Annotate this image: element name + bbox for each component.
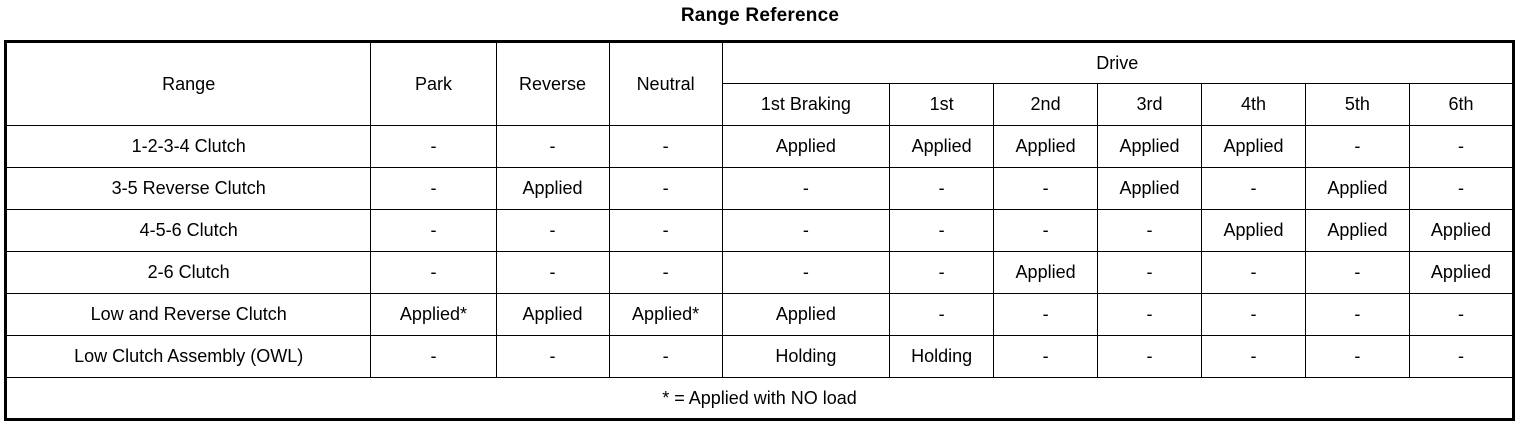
page-title: Range Reference (680, 5, 840, 26)
column-header-1st: 1st (889, 83, 995, 126)
cell-park: - (370, 251, 497, 294)
cell-reverse: Applied (495, 167, 610, 210)
column-header-2nd: 2nd (993, 83, 1099, 126)
cell-3rd: Applied (1097, 167, 1202, 210)
row-label: 1-2-3-4 Clutch (4, 125, 372, 168)
cell-3rd: Applied (1097, 125, 1202, 168)
cell-3rd: - (1097, 293, 1202, 336)
header-row-subcolumns: 1st Braking 1st 2nd 3rd 4th 5th 6th (6, 83, 1515, 126)
row-label: 4-5-6 Clutch (4, 209, 372, 252)
cell-1st: - (889, 209, 995, 252)
range-reference-table-container: Range Park Reverse Neutral Drive 1st Bra… (4, 40, 1515, 421)
cell-5th: - (1304, 293, 1410, 336)
cell-2nd: - (993, 335, 1099, 378)
column-header-1st-braking: 1st Braking (721, 83, 891, 126)
cell-reverse: - (495, 335, 610, 378)
cell-neutral: - (608, 167, 723, 210)
cell-park: - (370, 209, 497, 252)
cell-1st: Holding (889, 335, 995, 378)
column-header-3rd: 3rd (1097, 83, 1202, 126)
cell-5th: Applied (1304, 167, 1410, 210)
table-header: Range Park Reverse Neutral Drive 1st Bra… (4, 41, 1515, 126)
cell-2nd: - (993, 167, 1099, 210)
cell-5th: - (1304, 125, 1410, 168)
cell-4th: Applied (1201, 125, 1306, 168)
cell-neutral: - (608, 335, 723, 378)
cell-park: - (370, 167, 497, 210)
column-header-5th: 5th (1304, 83, 1410, 126)
row-label: 2-6 Clutch (4, 251, 372, 294)
cell-neutral: - (608, 209, 723, 252)
table-row: Low and Reverse Clutch Applied* Applied … (4, 293, 1515, 336)
range-reference-table: Range Park Reverse Neutral Drive 1st Bra… (4, 40, 1515, 421)
cell-5th: - (1304, 335, 1410, 378)
cell-1st-braking: - (721, 251, 891, 294)
cell-2nd: Applied (993, 125, 1099, 168)
header-row-group: Range Park Reverse Neutral Drive (4, 41, 1515, 126)
table-row: 1-2-3-4 Clutch - - - Applied Applied App… (4, 125, 1515, 168)
column-group-header-drive: Drive (721, 41, 1515, 84)
cell-6th: - (1408, 167, 1515, 210)
cell-neutral: - (608, 251, 723, 294)
cell-reverse: - (495, 251, 610, 294)
cell-reverse: Applied (495, 293, 610, 336)
footnote-text: * = Applied with NO load (5, 377, 1514, 420)
column-header-reverse: Reverse (495, 41, 610, 126)
table-row: Low Clutch Assembly (OWL) - - - Holding … (4, 335, 1515, 378)
cell-1st: Applied (889, 125, 995, 168)
cell-2nd: - (993, 209, 1099, 252)
cell-1st-braking: Applied (721, 293, 891, 336)
column-header-4th: 4th (1201, 83, 1306, 126)
cell-5th: Applied (1304, 209, 1410, 252)
cell-4th: - (1201, 251, 1306, 294)
cell-3rd: - (1097, 335, 1202, 378)
row-label: Low Clutch Assembly (OWL) (4, 335, 372, 378)
cell-6th: - (1408, 293, 1515, 336)
column-header-6th: 6th (1408, 83, 1515, 126)
cell-3rd: - (1097, 209, 1202, 252)
table-row: 3-5 Reverse Clutch - Applied - - - - App… (4, 167, 1515, 210)
cell-1st-braking: - (721, 167, 891, 210)
cell-1st: - (889, 293, 995, 336)
cell-4th: Applied (1201, 209, 1306, 252)
cell-3rd: - (1097, 251, 1202, 294)
cell-1st-braking: Applied (721, 125, 891, 168)
row-label: Low and Reverse Clutch (4, 293, 372, 336)
cell-4th: - (1201, 167, 1306, 210)
table-body: 1-2-3-4 Clutch - - - Applied Applied App… (4, 125, 1515, 420)
cell-park: Applied* (370, 293, 497, 336)
cell-neutral: - (608, 125, 723, 168)
cell-1st: - (889, 167, 995, 210)
cell-reverse: - (495, 125, 610, 168)
column-header-park: Park (370, 41, 497, 126)
cell-4th: - (1201, 293, 1306, 336)
cell-park: - (370, 125, 497, 168)
cell-2nd: - (993, 293, 1099, 336)
cell-1st-braking: Holding (721, 335, 891, 378)
cell-4th: - (1201, 335, 1306, 378)
cell-neutral: Applied* (608, 293, 723, 336)
cell-5th: - (1304, 251, 1410, 294)
cell-6th: Applied (1408, 251, 1515, 294)
cell-reverse: - (495, 209, 610, 252)
row-label: 3-5 Reverse Clutch (4, 167, 372, 210)
table-row: 4-5-6 Clutch - - - - - - - Applied Appli… (4, 209, 1515, 252)
table-footnote-row: * = Applied with NO load (5, 377, 1514, 420)
column-header-range: Range (4, 41, 372, 126)
cell-1st-braking: - (721, 209, 891, 252)
column-header-neutral: Neutral (608, 41, 723, 126)
table-row: 2-6 Clutch - - - - - Applied - - - Appli… (4, 251, 1515, 294)
cell-2nd: Applied (993, 251, 1099, 294)
cell-6th: - (1408, 125, 1515, 168)
cell-6th: Applied (1408, 209, 1515, 252)
cell-park: - (370, 335, 497, 378)
cell-6th: - (1408, 335, 1515, 378)
cell-1st: - (889, 251, 995, 294)
